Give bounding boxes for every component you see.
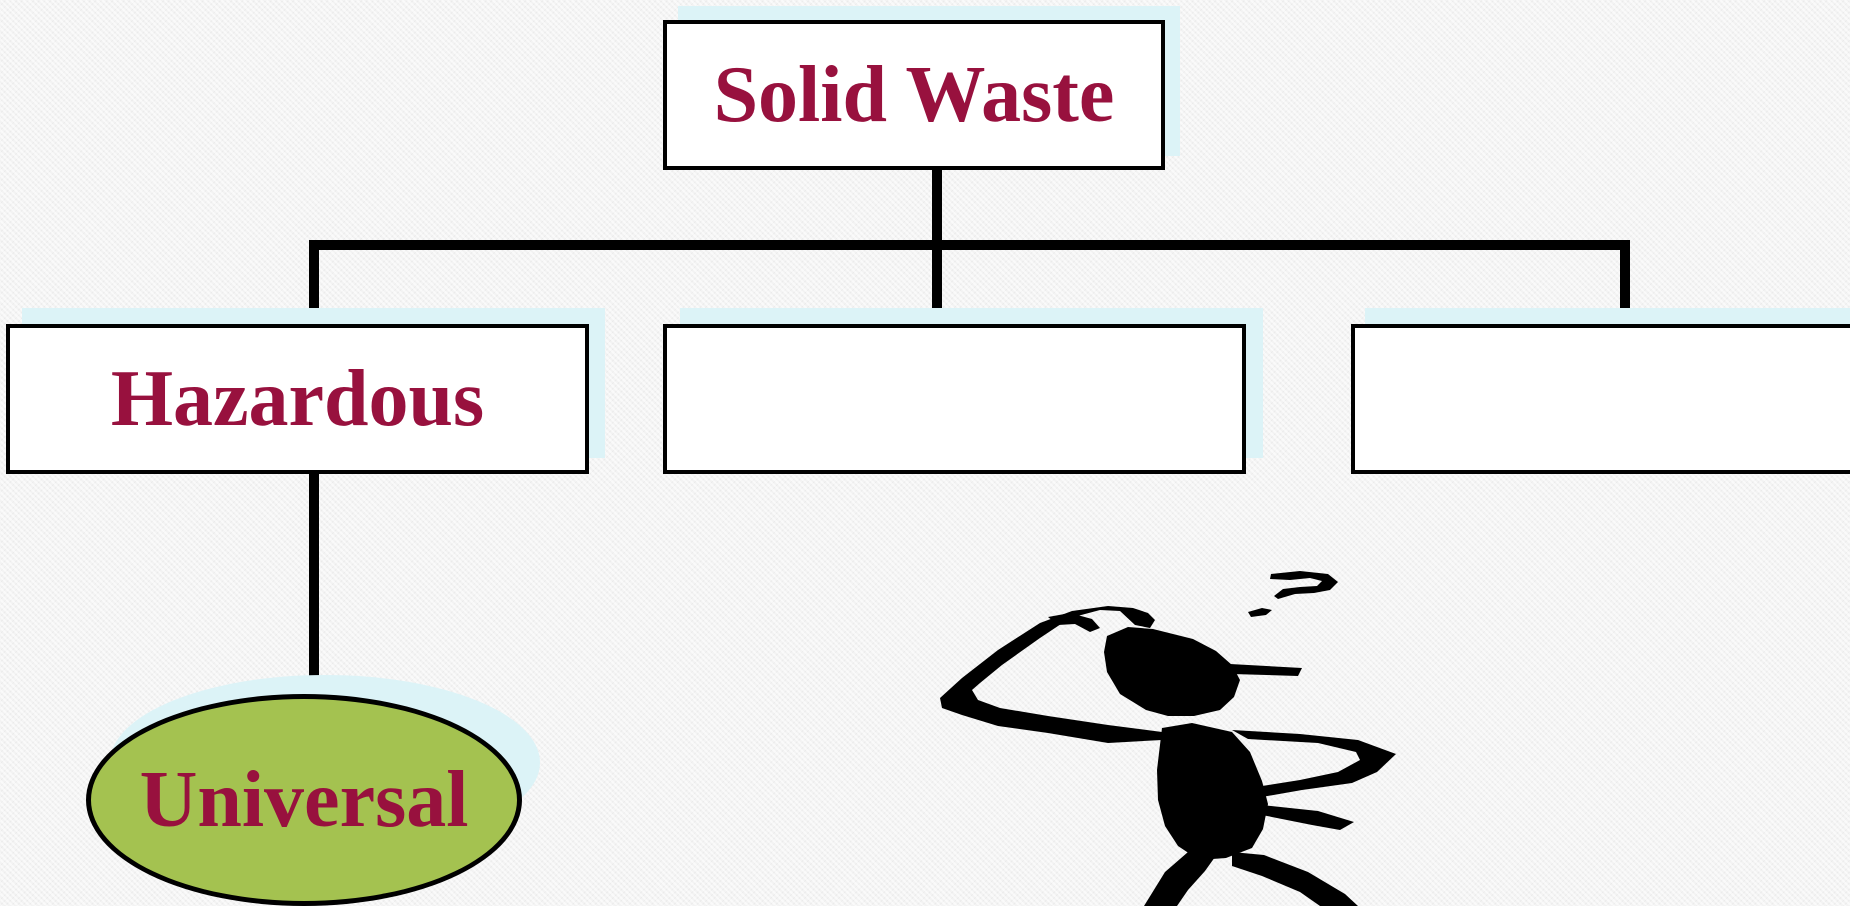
connector-bar-to-middle [932, 240, 942, 328]
root-node-solid-waste: Solid Waste [663, 20, 1165, 170]
connector-horizontal-bar [310, 240, 1630, 250]
leaf-node-universal: Universal [86, 694, 522, 906]
connector-root-to-bar [932, 165, 942, 245]
child-node-hazardous: Hazardous [6, 324, 589, 474]
connector-bar-to-hazardous [309, 240, 319, 328]
child-node-right [1351, 324, 1850, 474]
child-node-middle [663, 324, 1246, 474]
connector-bar-to-right [1620, 240, 1630, 328]
connector-hazardous-to-universal [309, 470, 319, 696]
child-node-label-hazardous: Hazardous [110, 354, 485, 443]
leaf-node-label: Universal [139, 755, 469, 844]
confused-thinking-man-icon [940, 571, 1396, 906]
root-node-label: Solid Waste [713, 50, 1115, 139]
